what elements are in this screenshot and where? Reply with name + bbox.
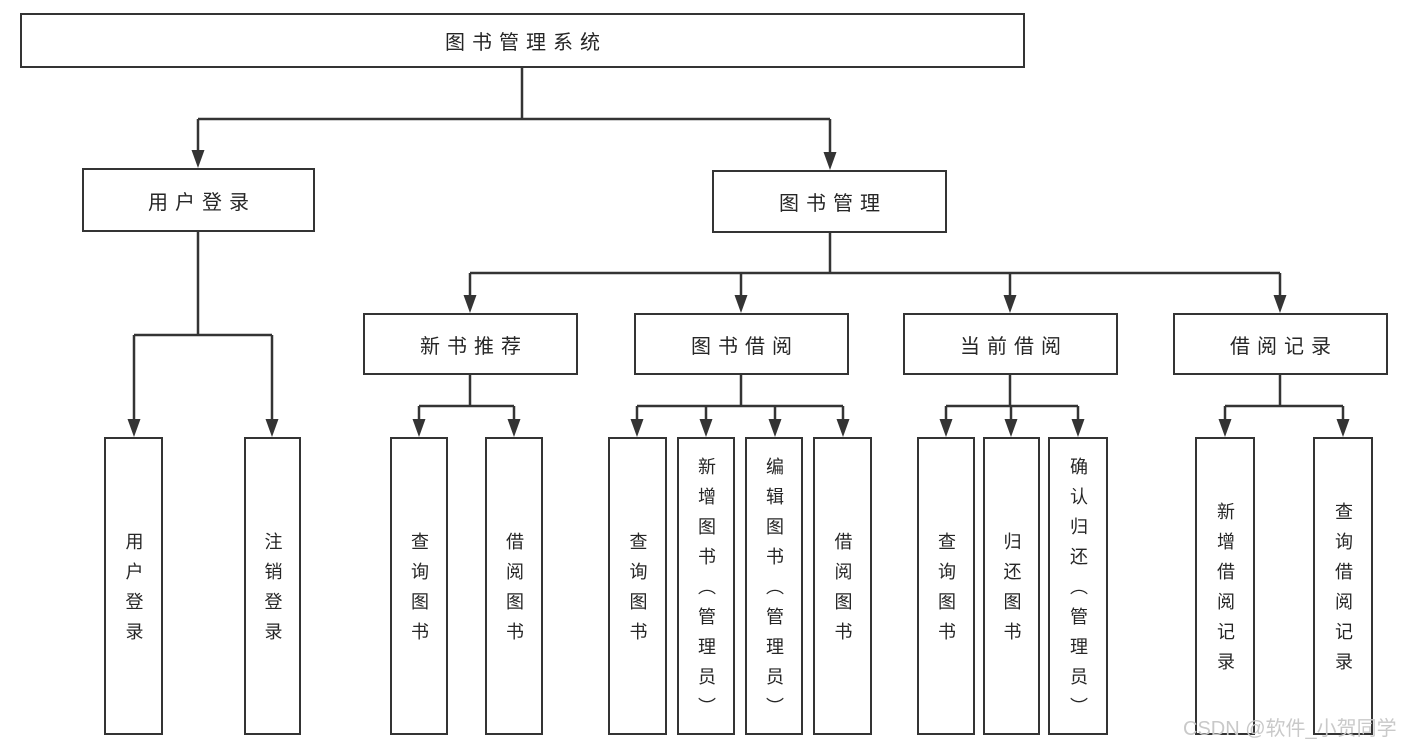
node-library-management-system: 图书管理系统	[20, 13, 1025, 68]
node-borrow-records: 借阅记录	[1173, 313, 1388, 375]
node-book-management: 图书管理	[712, 170, 947, 233]
node-label: 用户登录	[148, 191, 256, 214]
leaf-borrow-book-recommend: 借阅图书	[485, 437, 543, 735]
leaf-borrow-book: 借阅图书	[813, 437, 872, 735]
node-label: 新增借阅记录	[1215, 502, 1235, 682]
node-label: 注销登录	[262, 532, 283, 652]
node-book-borrowing: 图书借阅	[634, 313, 849, 375]
leaf-query-book-current: 查询图书	[917, 437, 975, 735]
leaf-return-book: 归还图书	[983, 437, 1040, 735]
node-user-login-group: 用户登录	[82, 168, 315, 232]
connector-current-borrowing-to-leaves	[939, 375, 1085, 437]
node-label: 借阅图书	[832, 532, 853, 652]
node-label: 借阅记录	[1230, 335, 1338, 358]
leaf-query-borrow-record: 查询借阅记录	[1313, 437, 1373, 735]
connector-book-borrowing-to-leaves	[630, 375, 850, 437]
node-new-book-recommendation: 新书推荐	[363, 313, 578, 375]
node-label: 查询图书	[409, 532, 429, 652]
leaf-edit-book-admin: 编辑图书（管理员）	[745, 437, 803, 735]
leaf-add-book-admin: 新增图书（管理员）	[677, 437, 735, 735]
node-label: 编辑图书（管理员）	[764, 457, 784, 727]
node-label: 查询借阅记录	[1333, 502, 1353, 682]
connector-root-to-level2	[191, 68, 837, 170]
connector-book-mgmt-to-level3	[463, 233, 1287, 313]
node-label: 查询图书	[627, 532, 648, 652]
node-label: 查询图书	[936, 532, 956, 652]
connector-borrow-records-to-leaves	[1218, 375, 1350, 437]
leaf-user-login: 用户登录	[104, 437, 163, 735]
leaf-logout: 注销登录	[244, 437, 301, 735]
connector-user-login-to-leaves	[127, 232, 279, 437]
connector-new-book-rec-to-leaves	[412, 375, 521, 437]
node-label: 图书管理	[779, 193, 887, 215]
node-label: 新书推荐	[420, 335, 528, 358]
node-label: 归还图书	[1001, 532, 1022, 652]
node-label: 新增图书（管理员）	[696, 457, 716, 727]
csdn-watermark: CSDN @软件_小贺同学	[1183, 718, 1397, 740]
leaf-query-book-recommend: 查询图书	[390, 437, 448, 735]
node-label: 当前借阅	[960, 335, 1068, 358]
node-label: 用户登录	[123, 532, 144, 652]
node-current-borrowing: 当前借阅	[903, 313, 1118, 375]
node-label: 确认归还（管理员）	[1068, 457, 1088, 727]
leaf-confirm-return-admin: 确认归还（管理员）	[1048, 437, 1108, 735]
node-label: 借阅图书	[504, 532, 524, 652]
leaf-add-borrow-record: 新增借阅记录	[1195, 437, 1255, 735]
node-label: 图书借阅	[691, 335, 799, 358]
leaf-query-book-borrowing: 查询图书	[608, 437, 667, 735]
node-label: 图书管理系统	[445, 32, 607, 54]
